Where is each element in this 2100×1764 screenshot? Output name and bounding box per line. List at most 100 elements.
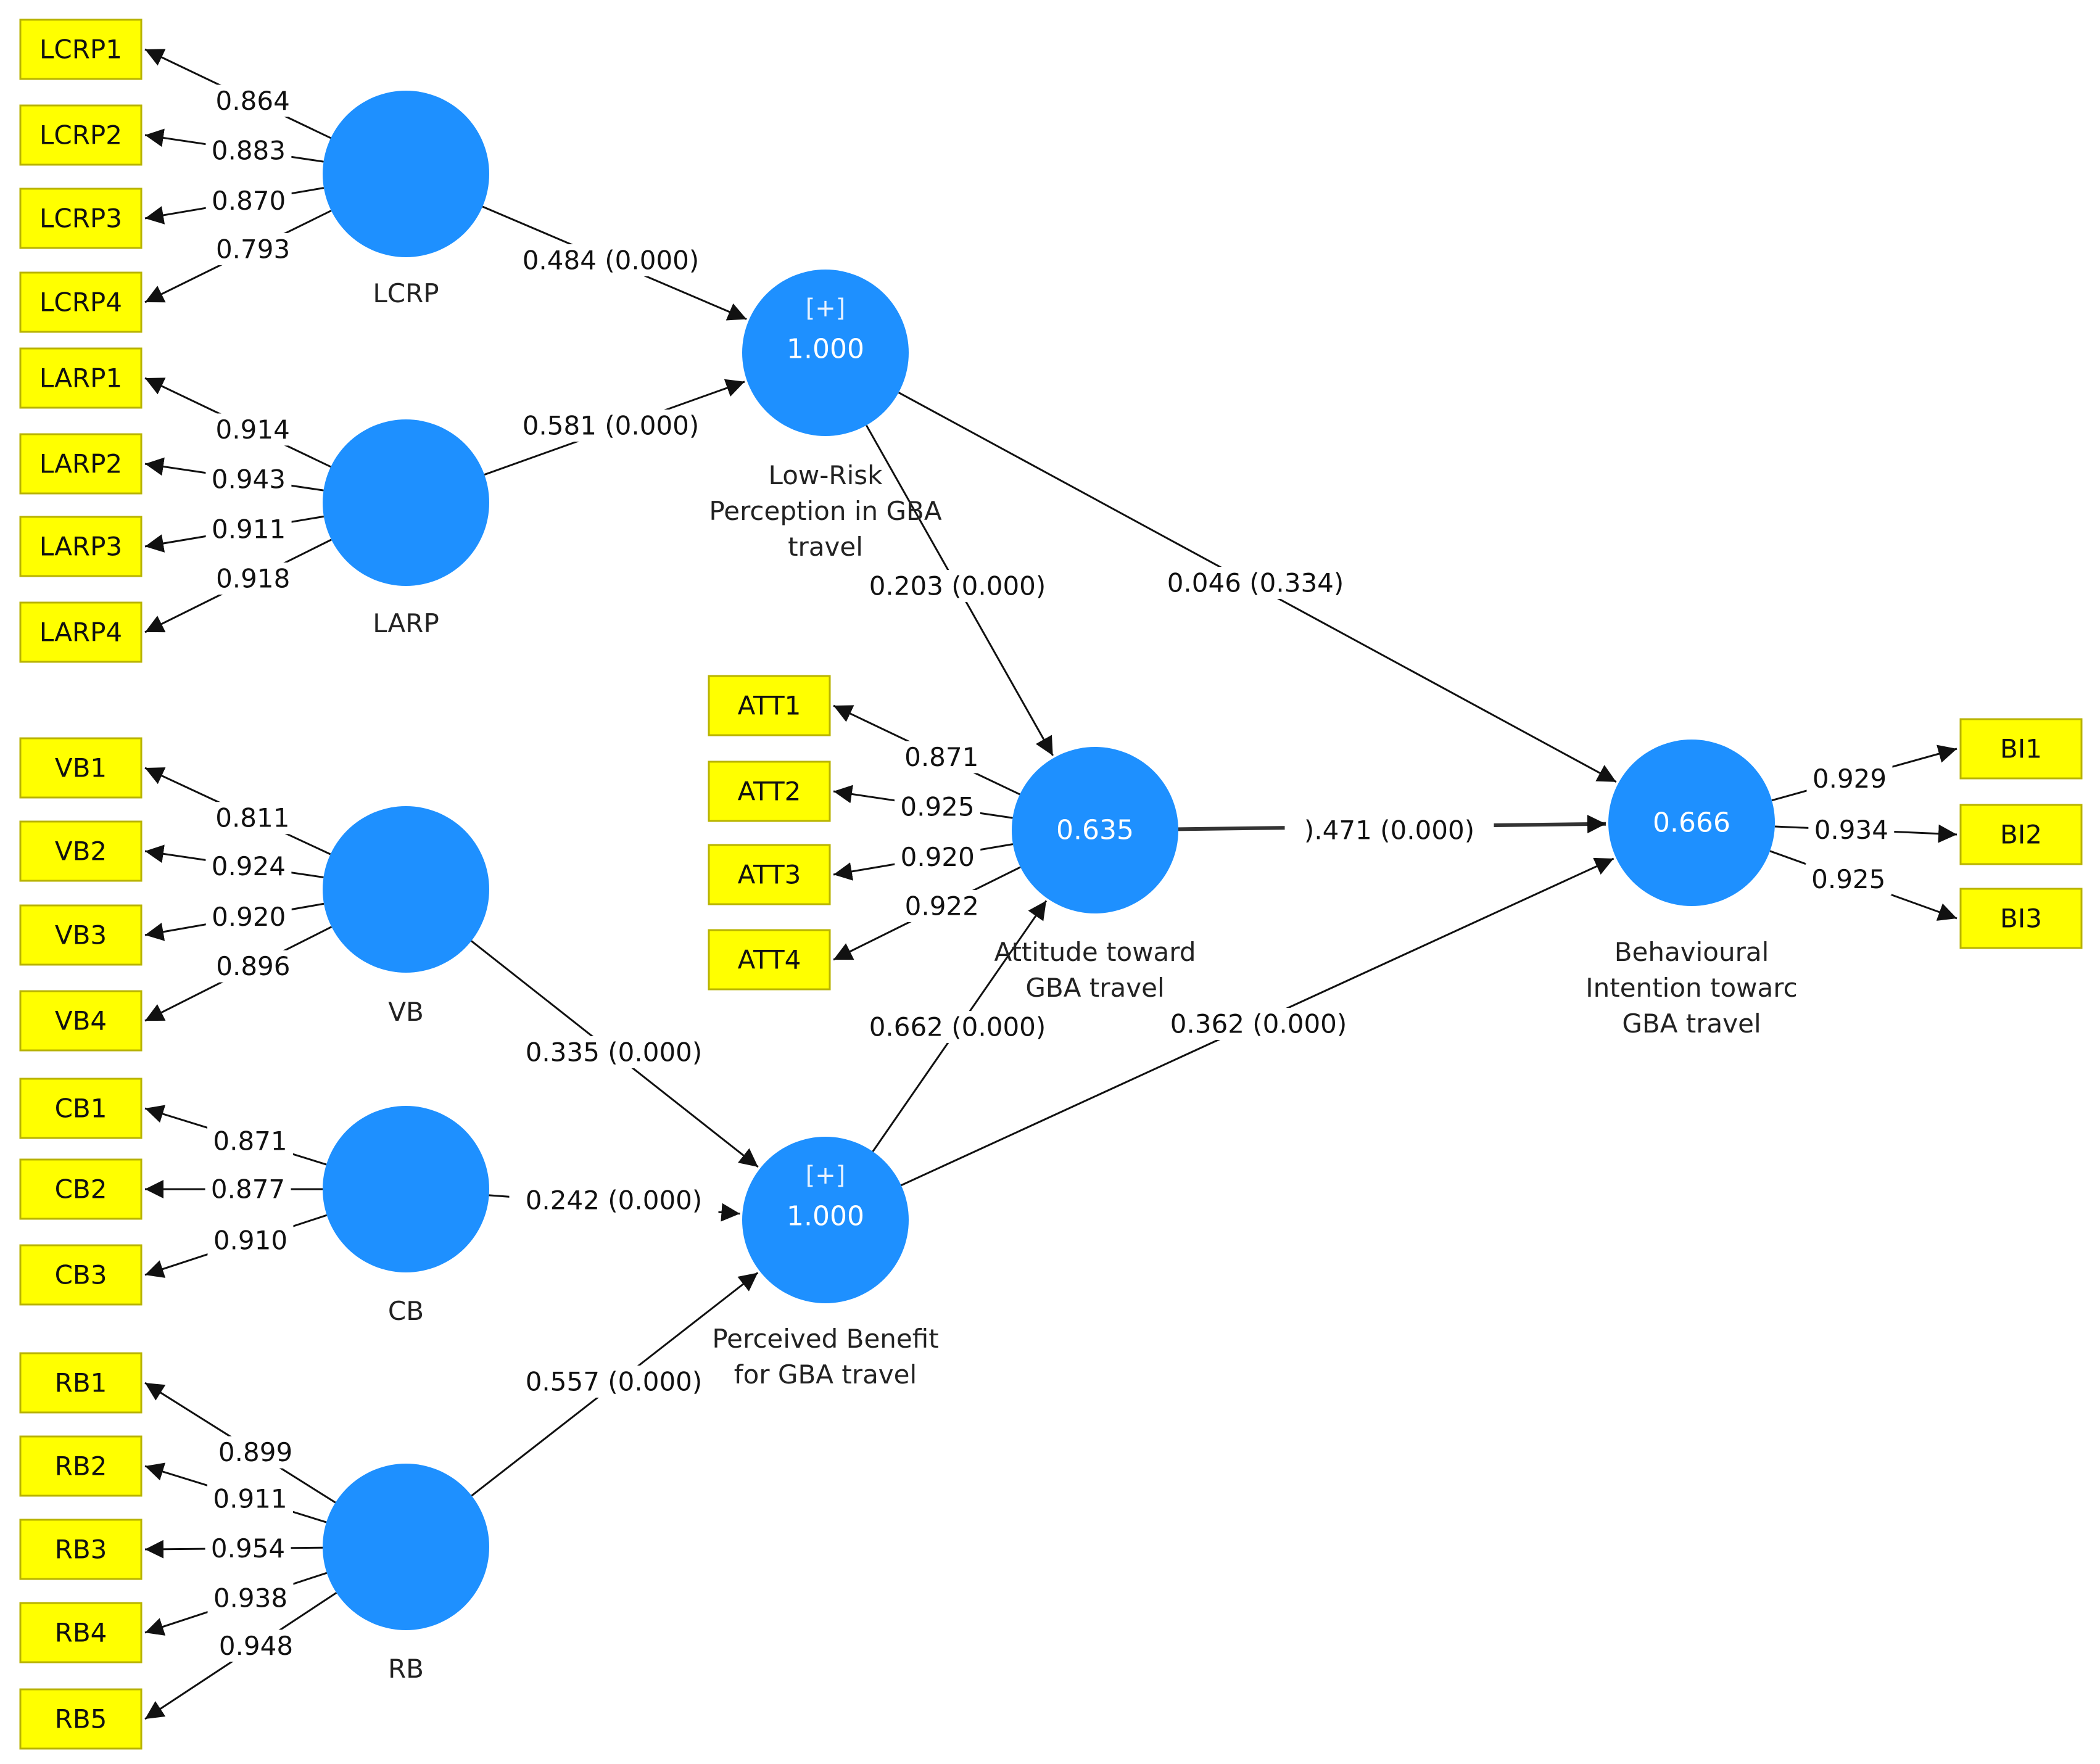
loading-label-vb3-text: 0.920	[212, 902, 286, 932]
indicator-rb2[interactable]: RB2	[19, 1435, 143, 1497]
construct-name-line: CB	[388, 1296, 424, 1326]
indicator-box	[708, 929, 831, 991]
path-label-lrp-bi-bg	[1151, 567, 1360, 599]
indicator-att4[interactable]: ATT4	[708, 929, 831, 991]
indicator-label: LCRP1	[39, 35, 122, 65]
indicator-larp3[interactable]: LARP3	[19, 516, 143, 577]
path-label-larp-lrp-text: 0.581 (0.000)	[523, 411, 700, 441]
indicator-vb1[interactable]: VB1	[19, 737, 143, 799]
loading-label-cb3-bg	[207, 1224, 294, 1256]
loading-label-att3-text: 0.920	[901, 842, 975, 872]
indicator-cb1[interactable]: CB1	[19, 1078, 143, 1139]
indicator-label: VB3	[55, 920, 107, 950]
indicator-rb4[interactable]: RB4	[19, 1602, 143, 1663]
indicator-box	[19, 1158, 143, 1220]
loading-label-lcrp2-bg	[205, 134, 292, 167]
path-label-vb-pb-bg	[509, 1036, 719, 1068]
indicator-label: RB3	[55, 1535, 107, 1565]
indicator-label: ATT2	[738, 777, 801, 807]
loading-label-vb1-bg	[209, 802, 296, 835]
indicator-larp1[interactable]: LARP1	[19, 347, 143, 409]
loading-label-larp2: 0.943	[205, 463, 292, 496]
construct-expand-tag[interactable]: [+]	[806, 294, 846, 323]
loading-label-larp3: 0.911	[205, 513, 292, 545]
loading-label-larp3-text: 0.911	[212, 514, 286, 544]
indicator-box	[1959, 718, 2083, 780]
indicator-rb5[interactable]: RB5	[19, 1688, 143, 1750]
construct-larp[interactable]: LARP	[323, 419, 489, 638]
indicator-bi2[interactable]: BI2	[1959, 804, 2083, 865]
indicator-label: VB1	[55, 753, 107, 783]
loading-label-lcrp2: 0.883	[205, 134, 292, 167]
construct-name-line: Low-Risk	[769, 460, 883, 490]
indicator-box	[19, 516, 143, 577]
indicator-rb3[interactable]: RB3	[19, 1519, 143, 1580]
construct-expand-tag[interactable]: [+]	[806, 1161, 846, 1190]
path-label-att-bi-bg	[1284, 814, 1494, 846]
construct-name-line: for GBA travel	[734, 1359, 917, 1390]
indicator-att3[interactable]: ATT3	[708, 844, 831, 905]
loading-label-larp2-bg	[205, 463, 292, 496]
loading-label-vb3-bg	[205, 901, 292, 933]
path-label-lrp-bi: 0.046 (0.334)	[1151, 567, 1360, 599]
path-label-att-bi-text: ).471 (0.000)	[1304, 815, 1474, 846]
constructs-layer: LCRP LARP VB CB RB [+]1.000Low-RiskPerception…	[323, 91, 1798, 1684]
construct-name-line: travel	[788, 532, 863, 562]
path-label-pb-att-bg	[853, 1011, 1062, 1043]
loading-label-vb2: 0.924	[205, 850, 292, 883]
indicator-box	[708, 844, 831, 905]
loading-label-rb1-text: 0.899	[218, 1437, 292, 1467]
loading-label-lcrp3-bg	[205, 184, 292, 217]
path-label-cb-pb-bg	[509, 1184, 719, 1216]
indicator-lcrp1[interactable]: LCRP1	[19, 19, 143, 80]
indicator-lcrp4[interactable]: LCRP4	[19, 271, 143, 333]
indicator-att1[interactable]: ATT1	[708, 675, 831, 736]
construct-name-line: Attitude toward	[994, 937, 1196, 967]
indicator-att2[interactable]: ATT2	[708, 760, 831, 822]
loading-label-vb4-text: 0.896	[216, 951, 290, 981]
loading-label-vb1-text: 0.811	[215, 803, 289, 833]
loading-label-larp4-text: 0.918	[216, 564, 290, 594]
indicator-vb2[interactable]: VB2	[19, 820, 143, 882]
indicator-lcrp3[interactable]: LCRP3	[19, 188, 143, 249]
construct-name-line: GBA travel	[1622, 1008, 1761, 1039]
indicator-vb3[interactable]: VB3	[19, 904, 143, 966]
indicator-cb2[interactable]: CB2	[19, 1158, 143, 1220]
indicator-box	[19, 1602, 143, 1663]
indicator-label: BI2	[2000, 820, 2042, 850]
indicator-cb3[interactable]: CB3	[19, 1244, 143, 1306]
construct-lcrp[interactable]: LCRP	[323, 91, 489, 308]
construct-name-line: Behavioural	[1614, 937, 1769, 967]
indicator-label: RB1	[55, 1368, 107, 1398]
construct-name-line: LCRP	[373, 278, 439, 308]
indicator-label: LARP2	[39, 449, 122, 479]
construct-name-line: LARP	[373, 608, 439, 638]
path-label-lcrp-lrp: 0.484 (0.000)	[506, 244, 716, 276]
loading-label-larp1: 0.914	[210, 413, 296, 446]
construct-cb[interactable]: CB	[323, 1106, 489, 1326]
indicator-lcrp2[interactable]: LCRP2	[19, 104, 143, 166]
loading-label-rb3-text: 0.954	[211, 1533, 285, 1564]
path-label-cb-pb: 0.242 (0.000)	[509, 1184, 719, 1216]
loading-label-rb5-bg	[213, 1630, 299, 1662]
indicator-rb1[interactable]: RB1	[19, 1352, 143, 1414]
indicator-label: RB2	[55, 1451, 107, 1482]
indicator-larp2[interactable]: LARP2	[19, 433, 143, 495]
indicator-bi1[interactable]: BI1	[1959, 718, 2083, 780]
loading-label-larp4-bg	[210, 563, 296, 595]
loading-label-rb5-text: 0.948	[219, 1631, 293, 1661]
path-label-pb-bi-bg	[1154, 1008, 1363, 1040]
indicator-bi3[interactable]: BI3	[1959, 888, 2083, 949]
loading-label-vb4-bg	[210, 950, 296, 983]
construct-vb[interactable]: VB	[323, 806, 489, 1027]
indicator-vb4[interactable]: VB4	[19, 990, 143, 1052]
path-label-larp-lrp-bg	[506, 410, 716, 442]
path-label-larp-lrp: 0.581 (0.000)	[506, 410, 716, 442]
loading-label-bi1-bg	[1806, 762, 1893, 795]
indicator-larp4[interactable]: LARP4	[19, 601, 143, 663]
construct-rb[interactable]: RB	[323, 1464, 489, 1684]
